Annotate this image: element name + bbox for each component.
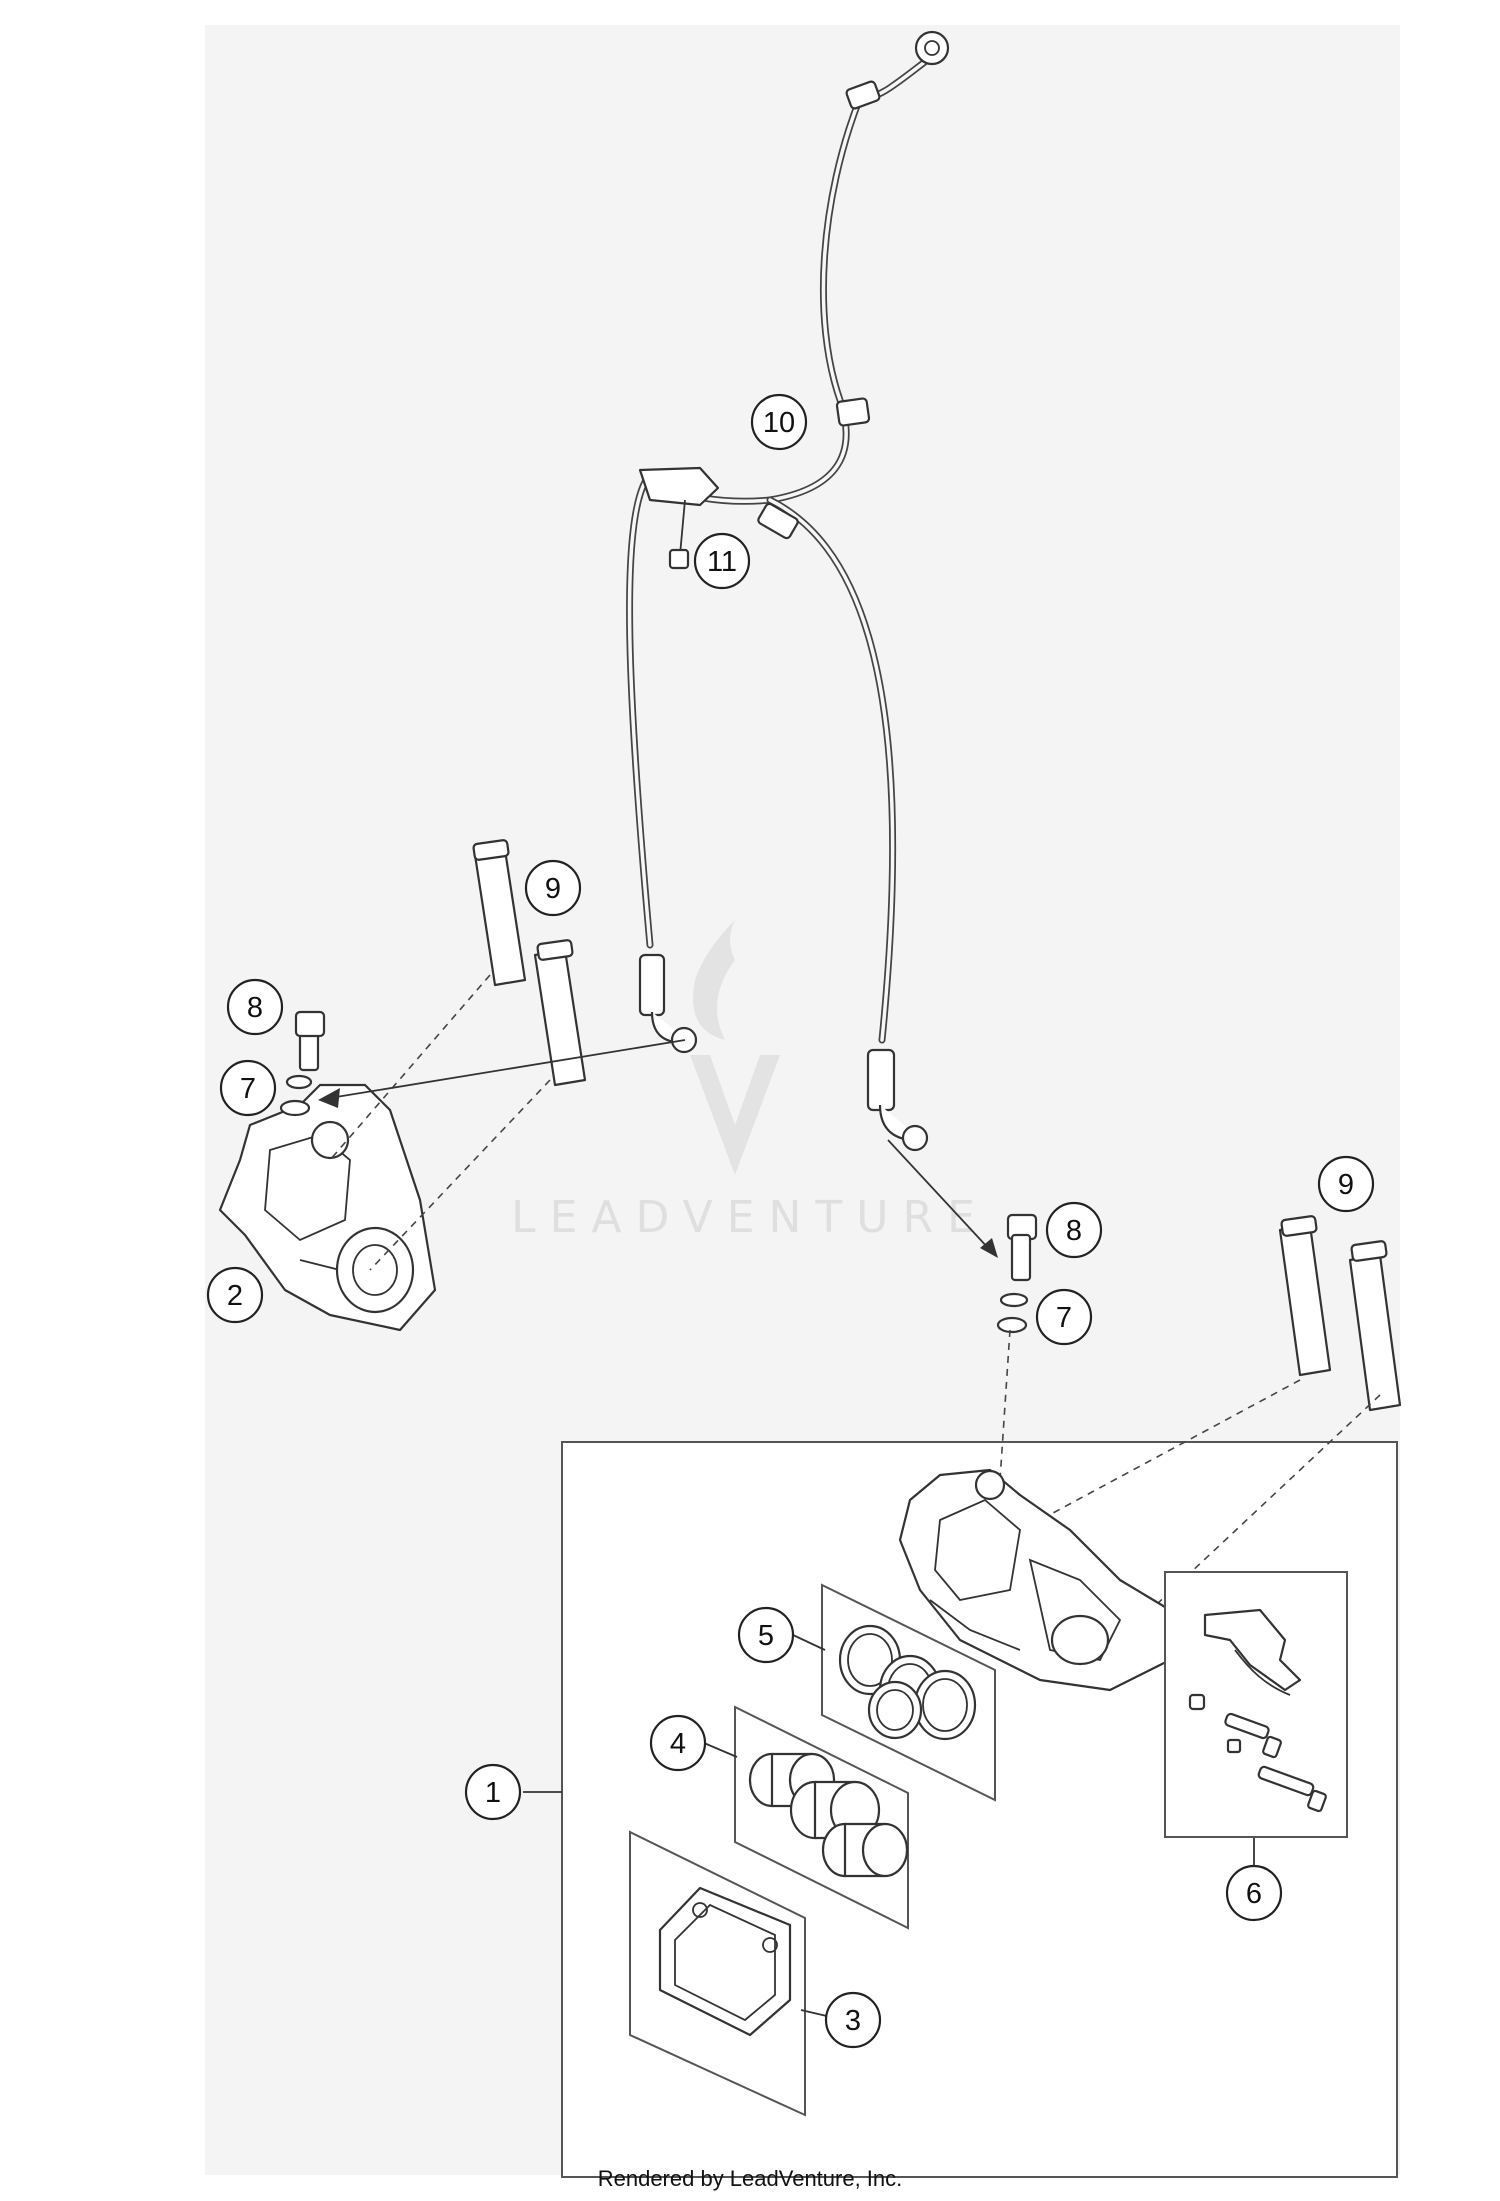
svg-text:6: 6 [1246, 1878, 1262, 1910]
left-caliper-group [218, 839, 587, 1332]
watermark-text: LEADVENTURE [511, 1192, 989, 1243]
svg-text:5: 5 [758, 1620, 774, 1652]
callout-4: 4 [649, 1714, 707, 1772]
svg-text:7: 7 [1056, 1302, 1072, 1334]
watermark: LEADVENTURE [511, 920, 989, 1243]
right-caliper-body [898, 1468, 1172, 1692]
callout-9-right: 9 [1317, 1155, 1375, 1213]
callout-11: 11 [693, 532, 751, 590]
svg-text:8: 8 [1066, 1215, 1082, 1247]
callout-1: 1 [464, 1763, 522, 1821]
svg-text:4: 4 [670, 1728, 686, 1760]
callout-7-left: 7 [219, 1059, 277, 1117]
callout-5: 5 [737, 1606, 795, 1664]
svg-text:9: 9 [545, 873, 561, 905]
callout-6: 6 [1225, 1864, 1283, 1922]
svg-text:11: 11 [707, 546, 737, 578]
brake-hose [626, 30, 950, 1152]
callout-10: 10 [750, 393, 808, 451]
callout-7-right: 7 [1035, 1288, 1093, 1346]
callout-9-left: 9 [524, 859, 582, 917]
svg-text:7: 7 [240, 1073, 256, 1105]
piston-seal-set [821, 1583, 996, 1802]
callout-3: 3 [824, 1991, 882, 2049]
svg-text:1: 1 [485, 1777, 501, 1809]
svg-text:3: 3 [845, 2005, 861, 2037]
svg-text:10: 10 [763, 407, 795, 439]
callout-2: 2 [206, 1266, 264, 1324]
render-credit: Rendered by LeadVenture, Inc. [597, 2166, 903, 2191]
brake-pad-set [629, 1830, 806, 2117]
caliper-hardware-kit [1164, 1571, 1348, 1838]
svg-text:8: 8 [247, 992, 263, 1024]
svg-text:9: 9 [1338, 1169, 1354, 1201]
piston-set [734, 1705, 909, 1930]
svg-text:2: 2 [227, 1280, 243, 1312]
connection-arrows [318, 1039, 998, 1258]
hose-clamp-bolt [668, 499, 690, 570]
callout-8-left: 8 [226, 978, 284, 1036]
callout-8-right: 8 [1045, 1201, 1103, 1259]
callout-leaders [523, 1634, 1255, 2018]
